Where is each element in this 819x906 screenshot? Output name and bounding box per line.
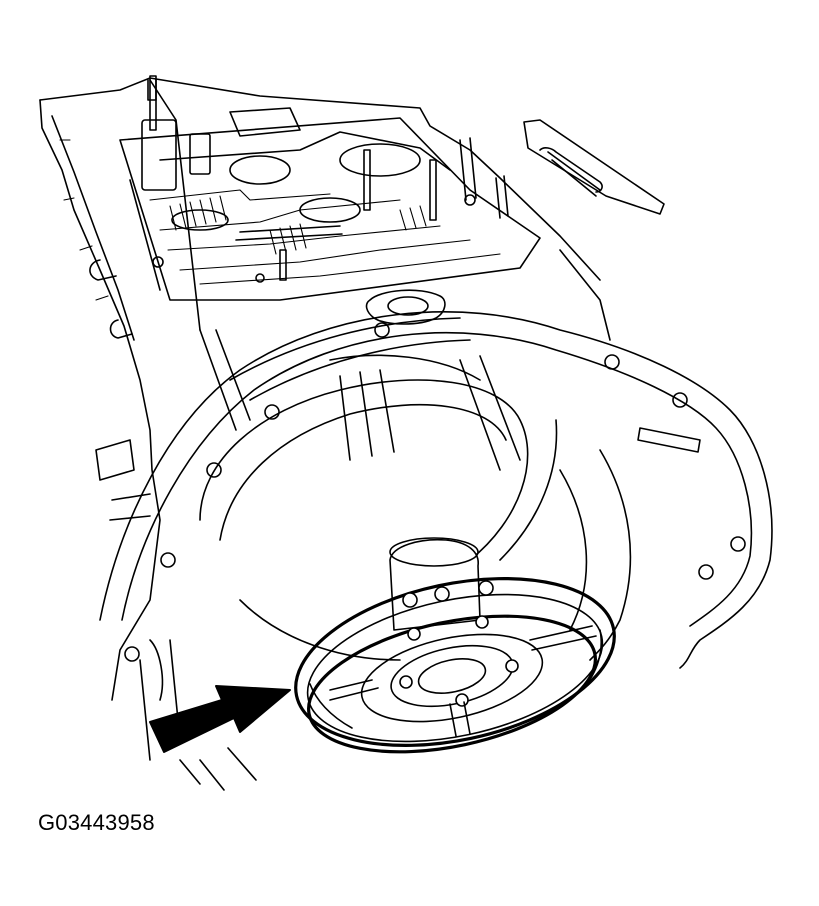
valve-body — [119, 75, 541, 301]
bell-housing-interior — [139, 354, 632, 791]
direction-arrow — [149, 685, 291, 753]
transmission-case — [39, 77, 601, 701]
mounting-bracket — [523, 119, 665, 215]
torque-converter — [294, 537, 616, 754]
figure-id-label: G03443958 — [38, 810, 155, 835]
